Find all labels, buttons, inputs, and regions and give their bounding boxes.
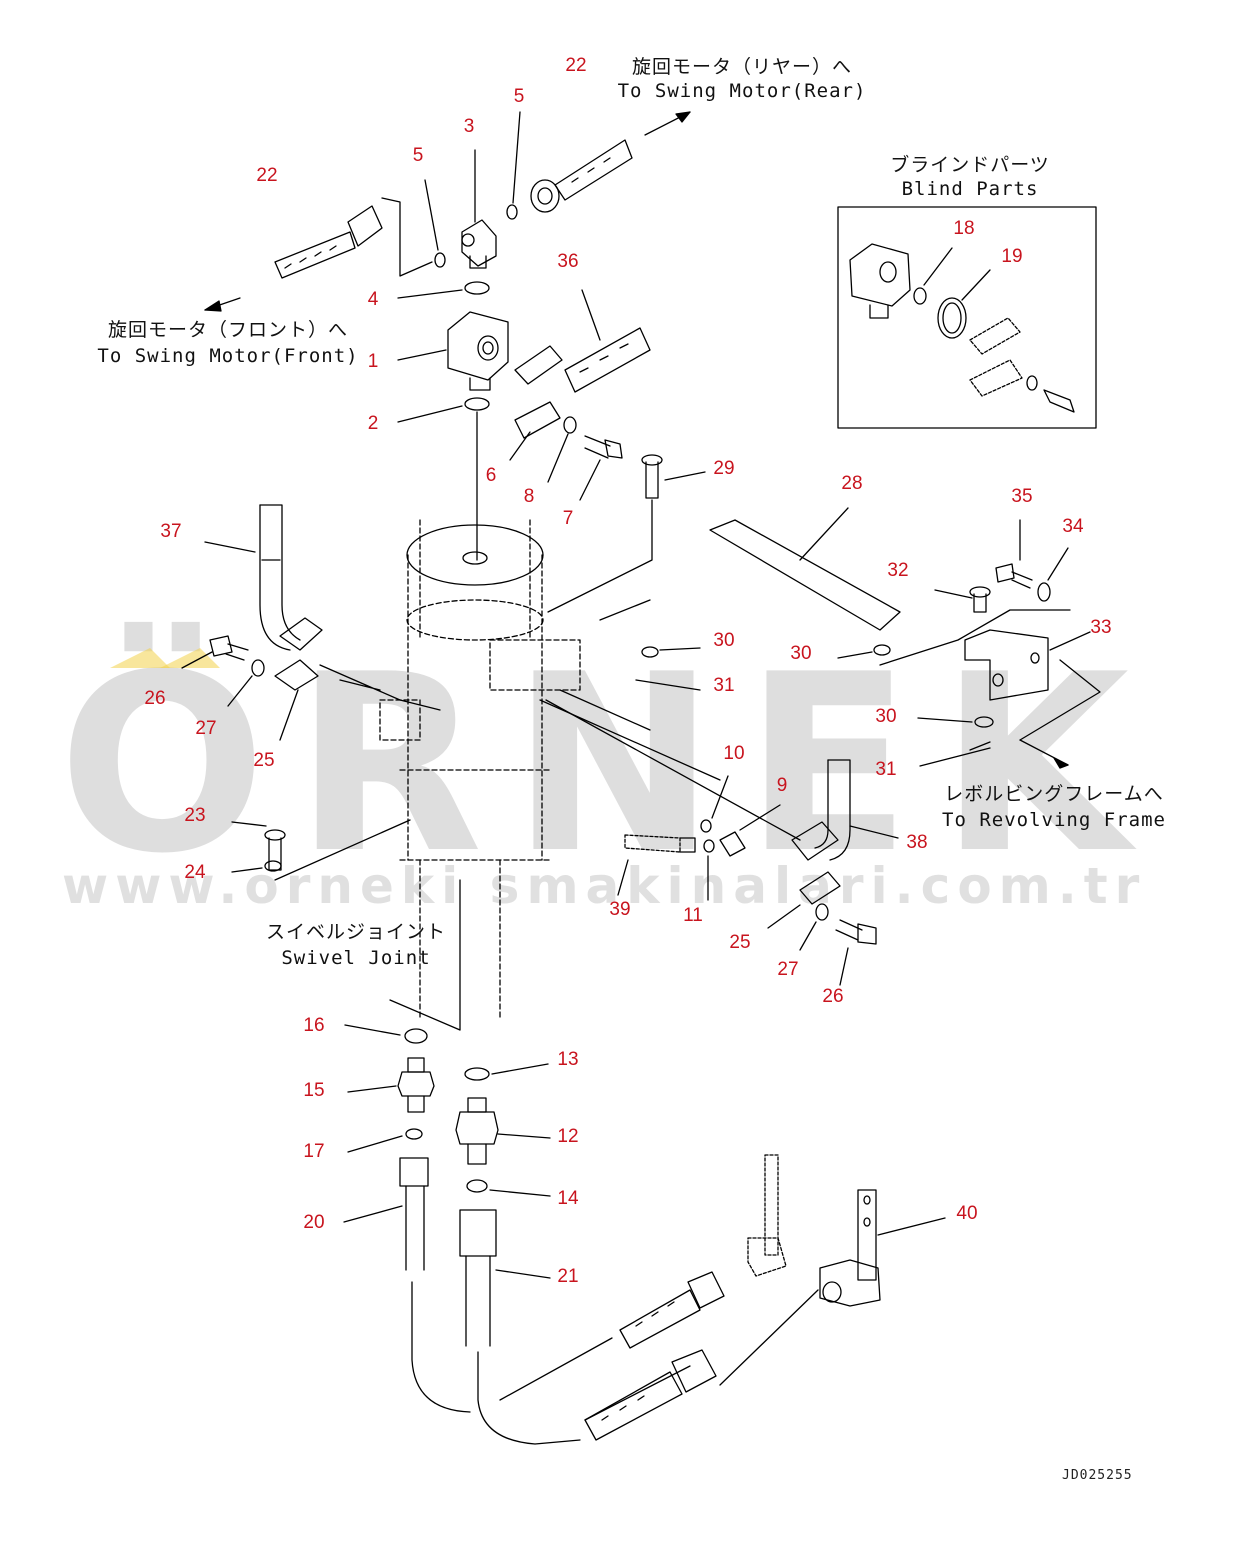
hose-lower-a <box>619 1271 725 1349</box>
part-number: 4 <box>367 289 379 310</box>
part-number: 30 <box>713 630 735 651</box>
part-number: 1 <box>367 351 379 372</box>
part-number: 22 <box>565 55 587 76</box>
bolt-23 <box>231 821 286 871</box>
part-number: 9 <box>776 775 788 796</box>
part-number: 32 <box>887 560 909 581</box>
part-number: 34 <box>1062 516 1084 537</box>
swing-front-label-en: To Swing Motor(Front) <box>97 345 359 367</box>
part-number: 23 <box>184 805 206 826</box>
part-number: 26 <box>144 688 166 709</box>
part-number: 37 <box>160 521 182 542</box>
part-number: 3 <box>463 116 475 137</box>
hose-22-front <box>274 205 383 279</box>
swivel-joint-label-jp: スイベルジョイント <box>265 921 447 943</box>
part-number: 17 <box>303 1141 325 1162</box>
bolt-32 <box>934 586 991 613</box>
bracket-40 <box>819 1189 946 1307</box>
swivel-joint-label-en: Swivel Joint <box>281 947 431 969</box>
bracket-33 <box>964 629 1091 701</box>
blind-parts-box <box>837 206 1097 429</box>
bolt-7 <box>584 435 623 459</box>
clamp-25b <box>791 821 839 861</box>
part-number: 5 <box>513 86 525 107</box>
part-number: 10 <box>723 743 745 764</box>
part-number: 36 <box>557 251 579 272</box>
part-number: 24 <box>184 862 206 883</box>
part-number: 27 <box>777 959 799 980</box>
watermark-brand: ÖRNEK <box>58 622 1158 907</box>
part-number: 30 <box>790 643 812 664</box>
part-number: 25 <box>253 750 275 771</box>
part-number: 33 <box>1090 617 1112 638</box>
drawing-code: JD025255 <box>1062 1468 1133 1483</box>
bolt-26b <box>835 919 877 986</box>
part-number: 14 <box>557 1188 579 1209</box>
part-number: 13 <box>557 1049 579 1070</box>
part-number: 21 <box>557 1266 579 1287</box>
hose-lower-b <box>584 1349 717 1441</box>
bar-28 <box>709 507 901 631</box>
fitting-15 <box>347 1057 435 1113</box>
swivel-joint-body <box>399 519 551 1021</box>
part-number: 18 <box>953 218 975 239</box>
part-number: 7 <box>562 508 574 529</box>
clamp-6 <box>514 401 561 439</box>
part-number: 16 <box>303 1015 325 1036</box>
part-number: 27 <box>195 718 217 739</box>
swing-front-label-jp: 旋回モータ（フロント）へ <box>107 319 349 341</box>
part-number: 22 <box>256 165 278 186</box>
hose-22-rear <box>530 111 691 213</box>
revolving-frame-label-en: To Revolving Frame <box>942 809 1166 831</box>
bracket-40-blind <box>747 1154 787 1277</box>
hose-20 <box>343 1157 471 1413</box>
hose-21 <box>459 1209 581 1445</box>
part-number: 29 <box>713 458 735 479</box>
part-number: 35 <box>1011 486 1033 507</box>
part-number: 8 <box>523 486 535 507</box>
fitting-12 <box>455 1097 551 1165</box>
part-number: 5 <box>412 145 424 166</box>
bolt-35 <box>995 519 1033 589</box>
part-number: 40 <box>956 1203 978 1224</box>
part-number: 31 <box>713 675 735 696</box>
hose-36 <box>514 289 651 393</box>
swing-rear-label-jp: 旋回モータ（リヤー）へ <box>631 56 853 78</box>
part-number: 39 <box>609 899 631 920</box>
part-number: 20 <box>303 1212 325 1233</box>
blind-parts-label-jp: ブラインドパーツ <box>890 154 1050 176</box>
pipe-39 <box>617 834 696 896</box>
part-number: 12 <box>557 1126 579 1147</box>
clamp-25a <box>279 617 323 651</box>
block-1 <box>447 311 509 391</box>
part-number: 38 <box>906 832 928 853</box>
part-number: 28 <box>841 473 863 494</box>
part-number: 2 <box>367 413 379 434</box>
blind-parts-label-en: Blind Parts <box>901 178 1039 200</box>
part-number: 6 <box>485 465 497 486</box>
part-number: 19 <box>1001 246 1023 267</box>
part-number: 15 <box>303 1080 325 1101</box>
bolt-26a <box>181 635 249 669</box>
part-number: 31 <box>875 759 897 780</box>
pin-29 <box>547 454 706 613</box>
part-number: 26 <box>822 986 844 1007</box>
part-number: 11 <box>683 905 703 926</box>
part-number: 30 <box>875 706 897 727</box>
swing-rear-label-en: To Swing Motor(Rear) <box>617 80 867 102</box>
hose-37 <box>204 504 301 651</box>
revolving-frame-label-jp: レボルビングフレームへ <box>944 783 1164 805</box>
hose-38 <box>814 759 899 861</box>
elbow-3 <box>461 149 497 269</box>
watermark-url: www.orneki smakinalari.com.tr <box>62 857 1147 915</box>
part-number: 25 <box>729 932 751 953</box>
